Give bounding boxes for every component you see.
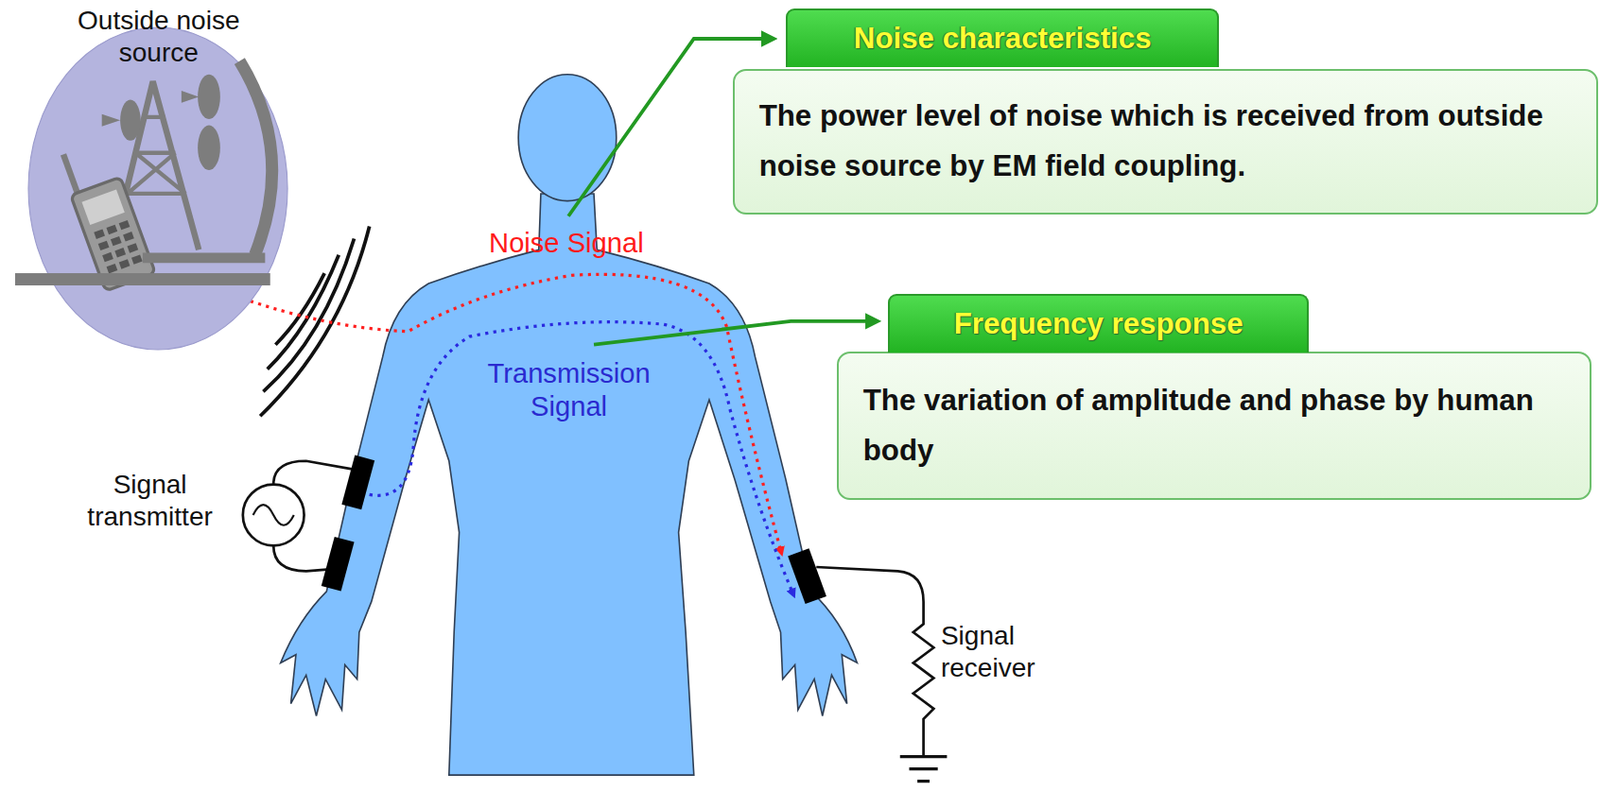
svg-path bbox=[240, 61, 273, 256]
noise-signal-path bbox=[234, 274, 782, 555]
component-label: Signal transmitter bbox=[63, 469, 237, 533]
callout-heading: Frequency response bbox=[954, 307, 1244, 342]
svg-rect bbox=[122, 231, 135, 242]
svg-rect bbox=[94, 229, 106, 240]
component-label: Signal receiver bbox=[940, 620, 1079, 684]
svg-rect bbox=[98, 241, 110, 251]
svg-rect bbox=[115, 247, 127, 258]
svg-rect bbox=[127, 243, 140, 253]
svg-ellipse bbox=[197, 74, 221, 120]
svg-rect bbox=[15, 273, 271, 286]
svg-rect bbox=[321, 537, 355, 592]
signal-source-symbol bbox=[243, 485, 305, 547]
svg-rect bbox=[341, 455, 375, 511]
svg-circle bbox=[243, 485, 305, 547]
callout-body: The power level of noise which is receiv… bbox=[732, 69, 1599, 214]
svg-rect bbox=[110, 236, 122, 246]
svg-rect bbox=[131, 255, 143, 265]
svg-path bbox=[253, 504, 295, 526]
mobile-phone-icon bbox=[56, 139, 156, 292]
svg-ellipse bbox=[518, 74, 617, 202]
noise-source-illustration bbox=[28, 27, 289, 350]
svg-line bbox=[63, 155, 78, 194]
node-title: Outside noise source bbox=[41, 4, 277, 69]
svg-rect bbox=[102, 252, 114, 262]
antenna-dishes bbox=[102, 74, 221, 171]
svg-rect bbox=[119, 259, 131, 269]
signal-label: Transmission Signal bbox=[453, 357, 684, 424]
leader-line bbox=[593, 321, 878, 346]
svg-path bbox=[816, 567, 934, 758]
callout-box: The power level of noise which is receiv… bbox=[732, 8, 1599, 215]
svg-path bbox=[112, 81, 200, 250]
callout-text: The power level of noise which is receiv… bbox=[759, 91, 1556, 192]
svg-path bbox=[273, 545, 333, 572]
callout-body: The variation of amplitude and phase by … bbox=[836, 351, 1593, 500]
svg-ellipse bbox=[197, 125, 221, 171]
callout-text: The variation of amplitude and phase by … bbox=[863, 376, 1560, 476]
svg-rect bbox=[106, 225, 119, 235]
callout-tab: Frequency response bbox=[887, 294, 1310, 354]
svg-rect bbox=[119, 220, 131, 230]
svg-path bbox=[267, 255, 340, 370]
transmission-signal-path bbox=[369, 322, 795, 597]
svg-path bbox=[275, 273, 325, 346]
receiver-resistor bbox=[816, 567, 947, 783]
svg-path bbox=[900, 757, 948, 783]
signal-label: Noise Signal bbox=[443, 226, 689, 261]
svg-rect bbox=[106, 263, 119, 274]
svg-rect bbox=[142, 253, 265, 264]
svg-rect bbox=[82, 190, 125, 227]
svg-path bbox=[273, 461, 352, 486]
callout-tab: Noise characteristics bbox=[785, 8, 1220, 69]
svg-g bbox=[94, 220, 143, 275]
callout-heading: Noise characteristics bbox=[853, 21, 1152, 56]
callout-box: The variation of amplitude and phase by … bbox=[836, 294, 1593, 501]
svg-path bbox=[262, 239, 354, 393]
svg-rect bbox=[787, 548, 827, 605]
ground-bars bbox=[15, 253, 271, 287]
noise-source-ellipse bbox=[28, 27, 288, 350]
svg-path bbox=[280, 193, 858, 776]
svg-path bbox=[102, 90, 200, 127]
noise-source-node: Outside noise source bbox=[28, 27, 289, 350]
svg-ellipse bbox=[120, 100, 141, 141]
electrodes bbox=[321, 455, 827, 606]
